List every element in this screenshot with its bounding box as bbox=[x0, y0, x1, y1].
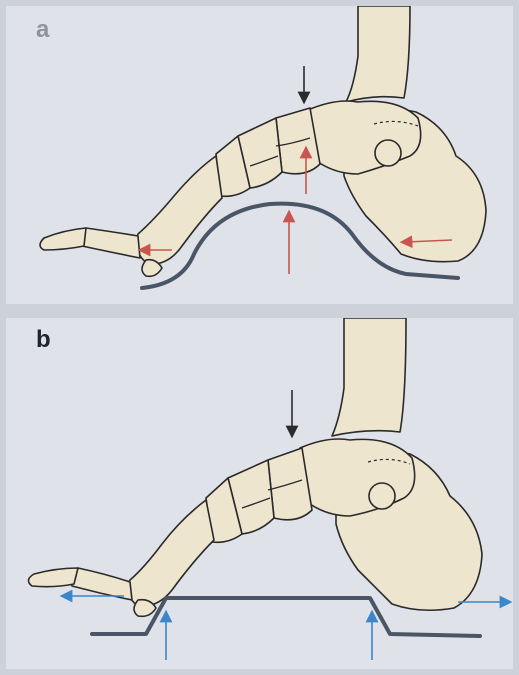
metatarsal-bone bbox=[136, 156, 222, 264]
tibia-bone bbox=[346, 6, 410, 102]
phalanx-bone-2 bbox=[40, 228, 86, 250]
sustentaculum-bone bbox=[369, 483, 395, 509]
panel-b: b bbox=[6, 318, 513, 669]
sustentaculum-bone bbox=[375, 140, 401, 166]
phalanx-bone bbox=[80, 228, 140, 258]
panel-a: a bbox=[6, 6, 513, 304]
tibia-bone bbox=[332, 318, 406, 436]
metatarsal-bone bbox=[128, 500, 214, 606]
panel-a-illustration bbox=[6, 6, 513, 304]
phalanx-bone-2 bbox=[28, 568, 78, 587]
panel-b-illustration bbox=[6, 318, 513, 669]
